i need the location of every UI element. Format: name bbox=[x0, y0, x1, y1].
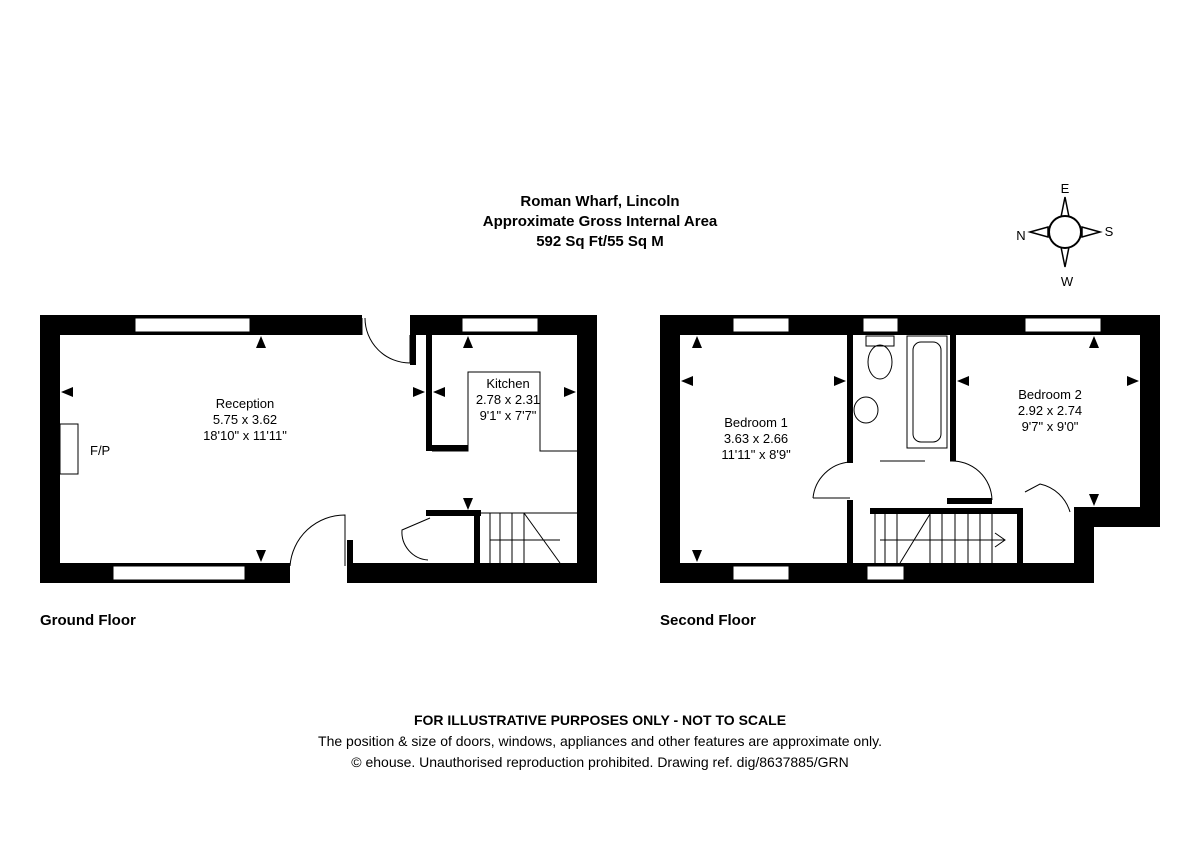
second-floor-stairs bbox=[874, 513, 1006, 564]
bedroom2-metric: 2.92 x 2.74 bbox=[1018, 403, 1082, 418]
ground-floor-doors bbox=[289, 317, 431, 567]
compass-south-label: S bbox=[1105, 224, 1114, 239]
reception-name: Reception bbox=[216, 396, 275, 411]
kitchen-name: Kitchen bbox=[486, 376, 529, 391]
compass-west-label: W bbox=[1061, 274, 1074, 289]
reception-imperial: 18'10" x 11'11" bbox=[203, 428, 287, 443]
bedroom1-metric: 3.63 x 2.66 bbox=[724, 431, 788, 446]
features-note: The position & size of doors, windows, a… bbox=[318, 733, 882, 749]
kitchen-imperial: 9'1" x 7'7" bbox=[480, 408, 537, 423]
second-floor-doors bbox=[812, 460, 1071, 513]
disclaimer-text: FOR ILLUSTRATIVE PURPOSES ONLY - NOT TO … bbox=[413, 712, 787, 728]
kitchen-worktop bbox=[432, 371, 577, 452]
plan-header: Roman Wharf, Lincoln Approximate Gross I… bbox=[0, 192, 1200, 252]
kitchen-metric: 2.78 x 2.31 bbox=[476, 392, 540, 407]
ground-floor-label: Ground Floor bbox=[40, 612, 136, 629]
bathroom-fixtures bbox=[853, 335, 948, 462]
bedroom1-name: Bedroom 1 bbox=[724, 415, 788, 430]
bedroom2-name: Bedroom 2 bbox=[1018, 387, 1082, 402]
ground-floor-walls bbox=[40, 315, 597, 583]
bedroom1-imperial: 11'11" x 8'9" bbox=[721, 447, 791, 462]
property-title: Roman Wharf, Lincoln bbox=[520, 193, 680, 210]
bedroom2-imperial: 9'7" x 9'0" bbox=[1022, 419, 1079, 434]
ground-floor-stairs bbox=[480, 512, 577, 564]
compass-east-label: E bbox=[1061, 181, 1070, 196]
compass-north-label: N bbox=[1016, 228, 1025, 243]
ground-floor-windows bbox=[112, 317, 539, 581]
second-floor-windows bbox=[732, 317, 1102, 581]
fireplace-label: F/P bbox=[90, 443, 110, 458]
area-subtitle: Approximate Gross Internal Area bbox=[482, 213, 718, 230]
compass-icon bbox=[1027, 196, 1103, 268]
reception-metric: 5.75 x 3.62 bbox=[213, 412, 277, 427]
second-floor-measure-arrows bbox=[681, 336, 1139, 562]
copyright-text: © ehouse. Unauthorised reproduction proh… bbox=[351, 754, 849, 770]
plan-footer: FOR ILLUSTRATIVE PURPOSES ONLY - NOT TO … bbox=[0, 710, 1200, 773]
second-floor-label: Second Floor bbox=[660, 612, 756, 629]
ground-floor-measure-arrows bbox=[61, 336, 576, 562]
fireplace-icon bbox=[59, 423, 79, 475]
area-value: 592 Sq Ft/55 Sq M bbox=[536, 233, 664, 250]
